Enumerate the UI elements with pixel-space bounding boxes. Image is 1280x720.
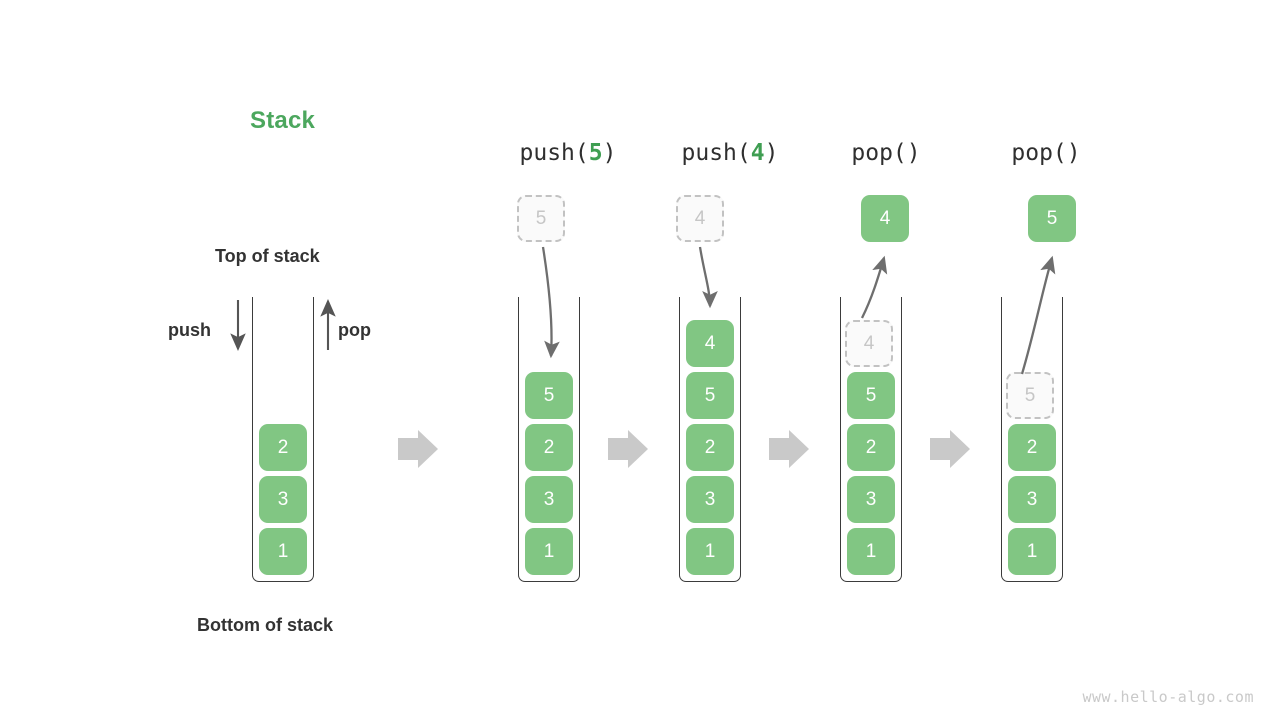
top-of-stack-label: Top of stack [215, 246, 320, 266]
stack-cell: 2 [525, 424, 573, 471]
stack-cell: 2 [847, 424, 895, 471]
stack-cell: 3 [686, 476, 734, 523]
stack-container-initial [252, 297, 314, 582]
stack-cell: 3 [847, 476, 895, 523]
removed-ghost-cell: 5 [1006, 372, 1054, 419]
incoming-ghost-cell: 4 [676, 195, 724, 242]
caption-push-4: push(4) [681, 140, 779, 166]
popped-cell: 4 [861, 195, 909, 242]
stack-cell: 1 [1008, 528, 1056, 575]
stack-cell: 4 [686, 320, 734, 367]
stack-cell: 2 [1008, 424, 1056, 471]
step-arrow-2 [608, 430, 648, 468]
stack-cell: 1 [847, 528, 895, 575]
stack-cell: 5 [525, 372, 573, 419]
removed-ghost-cell: 4 [845, 320, 893, 367]
page-title: Stack [250, 107, 316, 134]
stack-cell: 3 [525, 476, 573, 523]
stack-cell: 3 [259, 476, 307, 523]
stack-container-pop-2 [1001, 297, 1063, 582]
pop-label: pop [338, 320, 371, 340]
bottom-of-stack-label: Bottom of stack [197, 615, 334, 635]
stack-cell: 2 [259, 424, 307, 471]
stack-cell: 1 [686, 528, 734, 575]
push-label: push [168, 320, 211, 340]
step-arrow-1 [398, 430, 438, 468]
caption-pop-2: pop() [1011, 140, 1081, 166]
step-arrow-3 [769, 430, 809, 468]
popped-cell: 5 [1028, 195, 1076, 242]
caption-push-5: push(5) [519, 140, 617, 166]
stack-cell: 3 [1008, 476, 1056, 523]
stack-cell: 5 [686, 372, 734, 419]
stack-container-pop-1 [840, 297, 902, 582]
watermark: www.hello-algo.com [1082, 688, 1254, 706]
caption-pop-1: pop() [851, 140, 921, 166]
stack-container-push-4 [679, 297, 741, 582]
stack-cell: 1 [259, 528, 307, 575]
step-arrow-4 [930, 430, 970, 468]
incoming-ghost-cell: 5 [517, 195, 565, 242]
stack-cell: 5 [847, 372, 895, 419]
stack-cell: 1 [525, 528, 573, 575]
stack-cell: 2 [686, 424, 734, 471]
stack-container-push-5 [518, 297, 580, 582]
